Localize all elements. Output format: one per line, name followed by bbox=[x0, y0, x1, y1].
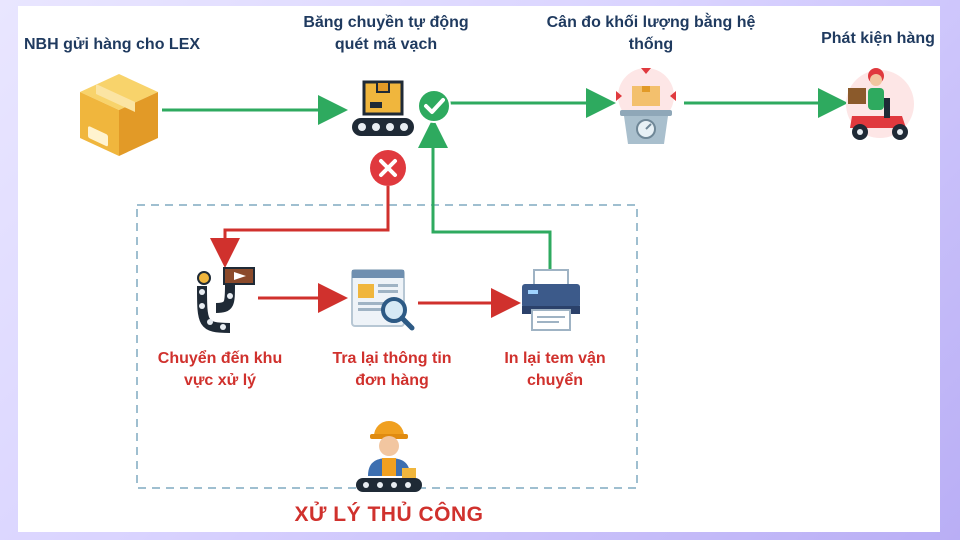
recheck-label: Tra lại thông tin đơn hàng bbox=[332, 350, 452, 389]
conveyor-label: Băng chuyền tự động quét mã vạch bbox=[303, 14, 469, 53]
arrow-fail-to-move bbox=[210, 186, 390, 268]
printer-icon bbox=[522, 269, 580, 331]
move-label: Chuyển đến khu vực xử lý bbox=[157, 350, 283, 389]
delivery-scooter-icon bbox=[846, 68, 914, 140]
check-circle-icon bbox=[417, 89, 451, 123]
diagram-panel bbox=[18, 6, 940, 532]
document-search-icon bbox=[351, 269, 415, 331]
deliver-label: Phát kiện hàng bbox=[821, 30, 935, 47]
conveyor-route-icon bbox=[197, 267, 255, 333]
worker-icon bbox=[356, 421, 422, 492]
manual-processing-title: XỬ LÝ THỦ CÔNG bbox=[294, 503, 484, 526]
reprint-label: In lại tem vận chuyển bbox=[504, 350, 606, 389]
weighing-scale-icon bbox=[616, 68, 676, 144]
send-label: NBH gửi hàng cho LEX bbox=[24, 36, 201, 53]
weigh-label: Cân đo khối lượng bằng hệ thống bbox=[546, 14, 756, 53]
conveyor-scanner-icon bbox=[352, 80, 414, 136]
package-box-icon bbox=[80, 74, 158, 156]
arrow-reprint-to-conveyor bbox=[418, 118, 552, 270]
x-circle-icon bbox=[370, 150, 406, 186]
